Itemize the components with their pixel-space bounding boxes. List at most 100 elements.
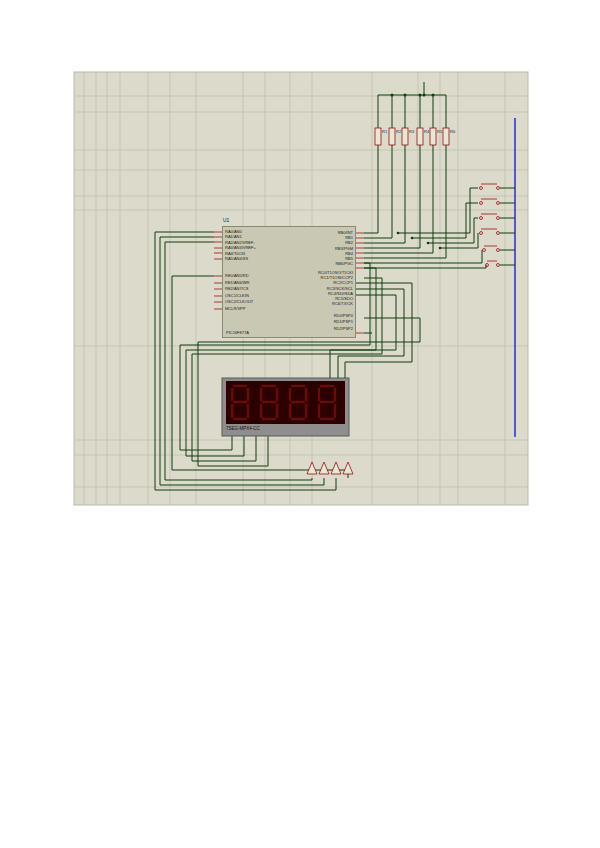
pin-name: RC0/T1OSO/T1CKI bbox=[318, 271, 353, 275]
junction-dots bbox=[419, 94, 422, 97]
display-module: 7SEG-MPX4-CC bbox=[222, 378, 349, 436]
switch-wires bbox=[364, 188, 515, 268]
sheet-ground bbox=[74, 72, 528, 505]
resistor-wires bbox=[392, 95, 393, 128]
pin-stubs bbox=[214, 309, 222, 310]
seven-segment-display bbox=[261, 386, 277, 419]
grid-lines bbox=[74, 170, 528, 171]
resistor-label: R4 bbox=[424, 130, 429, 134]
switch-wires bbox=[440, 233, 478, 248]
pin-stubs bbox=[214, 296, 222, 297]
push-button bbox=[497, 202, 500, 205]
pin-stubs bbox=[356, 238, 364, 239]
pin-name: RB6/PGC bbox=[335, 262, 353, 266]
pin-name: RE2/AN7/CS bbox=[225, 287, 248, 291]
power-rail bbox=[515, 118, 516, 437]
resistor-wires bbox=[364, 145, 405, 243]
resistor-symbol bbox=[375, 128, 449, 145]
resistor-label: R3 bbox=[409, 130, 414, 134]
seven-segment-display bbox=[222, 378, 349, 436]
grid-lines bbox=[74, 346, 528, 347]
switch-wires bbox=[500, 218, 515, 219]
pin-name: RA0/AN0 bbox=[225, 230, 242, 234]
digit-driver-symbol bbox=[319, 462, 329, 474]
push-button bbox=[483, 249, 486, 252]
seven-segment-display bbox=[222, 378, 349, 436]
pin-stubs bbox=[214, 302, 222, 303]
junction-dots bbox=[391, 94, 442, 250]
resistor-wires bbox=[433, 95, 434, 128]
pin-stubs bbox=[214, 253, 222, 254]
pin-name: RC2/CCP1 bbox=[333, 281, 353, 285]
part-reference: U1 bbox=[223, 218, 229, 223]
resistor-wires bbox=[364, 145, 446, 258]
pin-stubs bbox=[214, 276, 222, 277]
grid-lines bbox=[74, 150, 528, 151]
pin-stubs bbox=[214, 289, 222, 290]
push-button bbox=[497, 249, 500, 252]
push-button bbox=[497, 187, 500, 190]
push-button bbox=[481, 214, 497, 215]
pin-name: RC5/SDO bbox=[335, 297, 353, 301]
pin-name: RC1/T1OSI/CCP2 bbox=[321, 276, 353, 280]
pin-name: RA5/AN4/SS bbox=[225, 257, 248, 261]
pin-stubs bbox=[214, 248, 222, 249]
pin-stubs bbox=[356, 333, 364, 334]
pin-stubs bbox=[356, 268, 364, 269]
pin-name: RA4/T0CKI bbox=[225, 252, 245, 256]
ground-symbol bbox=[364, 333, 372, 334]
resistor-label: R5 bbox=[437, 130, 442, 134]
grid-lines bbox=[74, 112, 528, 113]
pin-name: RC3/SCK/SCL bbox=[327, 287, 353, 291]
push-button bbox=[484, 246, 497, 247]
pin-stubs bbox=[356, 263, 364, 264]
pin-name: RB5 bbox=[345, 257, 353, 261]
pin-name: RB2 bbox=[345, 241, 353, 245]
pin-name: RB0/INT bbox=[338, 231, 353, 235]
push-button bbox=[480, 232, 483, 235]
resistor-label: R1 bbox=[382, 130, 387, 134]
sheet-ground bbox=[74, 72, 528, 505]
pin-stubs bbox=[356, 258, 364, 259]
digit-driver-symbol bbox=[331, 462, 341, 474]
resistor-wires bbox=[378, 95, 379, 128]
push-button bbox=[497, 264, 500, 267]
switch-wires bbox=[364, 265, 486, 268]
switch-wires bbox=[364, 250, 482, 263]
seven-segment-display bbox=[290, 386, 306, 419]
resistor-symbol bbox=[375, 128, 381, 145]
seven-segment-display bbox=[232, 386, 248, 419]
pin-name: RD0/PSP0 bbox=[334, 314, 353, 318]
push-button bbox=[481, 229, 497, 230]
push-button bbox=[497, 232, 500, 235]
pin-name: RD2/PSP2 bbox=[334, 327, 353, 331]
grid-lines bbox=[74, 96, 528, 97]
pin-name: RE0/AN5/RD bbox=[225, 274, 249, 278]
resistor-symbol bbox=[389, 128, 395, 145]
push-button bbox=[486, 264, 489, 267]
power-rail bbox=[514, 118, 516, 437]
pin-stubs bbox=[214, 283, 222, 284]
resistor-symbol bbox=[443, 128, 449, 145]
pin-name: RB4 bbox=[345, 252, 353, 256]
pin-name: RE1/AN6/WR bbox=[225, 281, 249, 285]
grid-lines bbox=[74, 440, 528, 441]
digit-driver-symbol bbox=[343, 462, 353, 474]
switch-wires bbox=[412, 203, 478, 238]
push-button bbox=[480, 187, 483, 190]
pin-name: OSC2/CLKOUT bbox=[225, 300, 253, 304]
resistor-symbol bbox=[417, 128, 423, 145]
switch-wires bbox=[500, 250, 515, 251]
resistor-wires bbox=[364, 145, 433, 253]
switch-wires bbox=[500, 233, 515, 234]
pin-name: OSC1/CLKIN bbox=[225, 294, 249, 298]
digit-driver-symbol bbox=[307, 462, 317, 474]
resistor-label: R6 bbox=[450, 130, 455, 134]
pin-name: RC6/TX/CK bbox=[332, 302, 353, 306]
resistor-symbol bbox=[430, 128, 436, 145]
resistor-wires bbox=[378, 95, 446, 96]
chip-left-wires bbox=[198, 318, 420, 466]
